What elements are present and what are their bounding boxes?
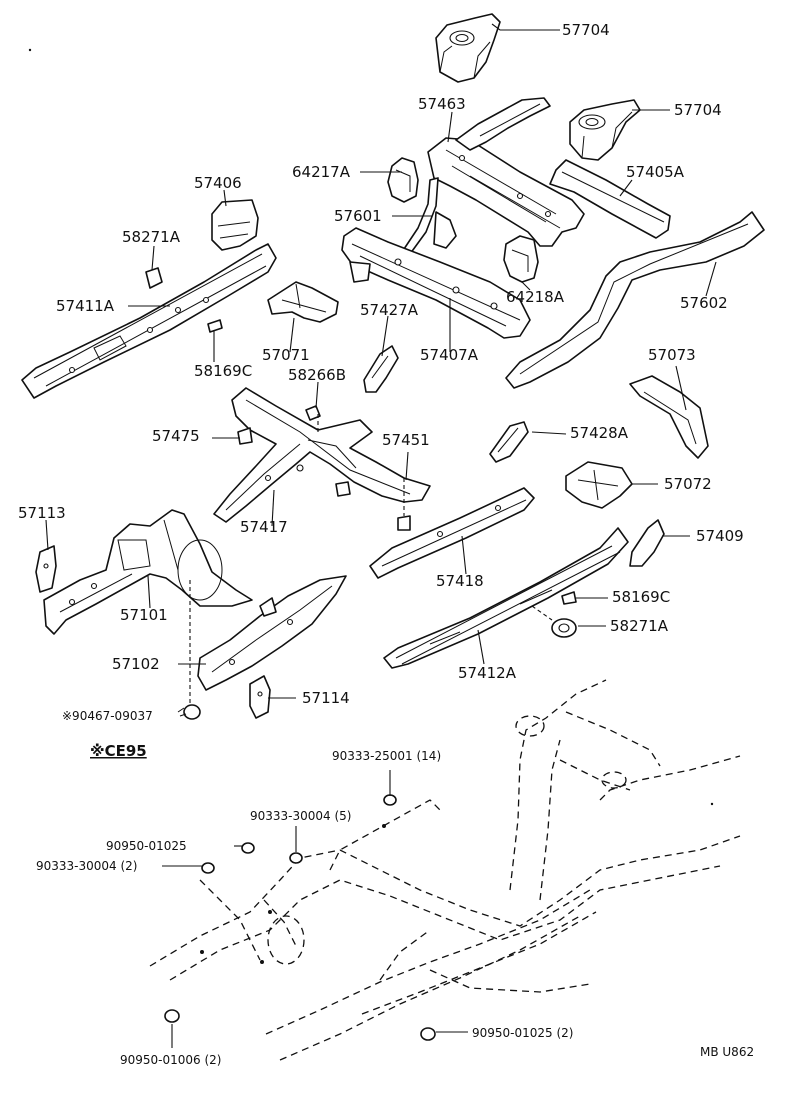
label-57427a: 57427A: [360, 301, 419, 319]
note-ce95: ※CE95: [90, 742, 147, 760]
label-57602: 57602: [680, 294, 728, 312]
label-57451: 57451: [382, 431, 430, 449]
label-64217a: 64217A: [292, 163, 351, 181]
part-57704-top: [435, 13, 501, 83]
part-57071: [267, 281, 339, 323]
label-57071: 57071: [262, 346, 310, 364]
label-57412a: 57412A: [458, 664, 517, 682]
part-58169c-left: [207, 319, 223, 333]
label-58271a-left: 58271A: [122, 228, 181, 246]
label-90333-30004-5: 90333-30004 (5): [250, 809, 352, 823]
part-58271a-right: [551, 618, 577, 638]
part-57602: [505, 211, 765, 389]
label-57601: 57601: [334, 207, 382, 225]
part-57113: [35, 545, 57, 593]
label-57411a: 57411A: [56, 297, 115, 315]
part-labels: 57704 57463 57704 64217A 57405A 57406 57…: [18, 21, 754, 1067]
part-64218a: [503, 235, 539, 283]
part-57114: [249, 675, 271, 719]
part-58266b: [305, 405, 321, 421]
label-90950-01006-2: 90950-01006 (2): [120, 1053, 222, 1067]
label-58271a-right: 58271A: [610, 617, 669, 635]
part-57412a: [383, 527, 629, 669]
label-64218a: 64218A: [506, 288, 565, 306]
part-57409: [629, 519, 665, 567]
part-58271a-left: [145, 267, 163, 289]
footer-code: MB U862: [700, 1045, 754, 1059]
part-57101: [43, 509, 253, 635]
label-57102: 57102: [112, 655, 160, 673]
label-58169c-left: 58169C: [194, 362, 252, 380]
label-57463: 57463: [418, 95, 466, 113]
label-57113: 57113: [18, 504, 66, 522]
label-57475: 57475: [152, 427, 200, 445]
label-57418: 57418: [436, 572, 484, 590]
part-57411a: [21, 243, 277, 399]
label-57704-right: 57704: [674, 101, 722, 119]
frame-fasteners: [164, 794, 436, 1041]
part-57428a: [489, 421, 529, 463]
leader-lines: [45, 23, 717, 1048]
part-57405a: [549, 159, 671, 239]
label-57406: 57406: [194, 174, 242, 192]
label-57073: 57073: [648, 346, 696, 364]
label-57072: 57072: [664, 475, 712, 493]
part-57417-subframe: [213, 387, 431, 531]
label-57407a: 57407A: [420, 346, 479, 364]
part-64217a: [387, 157, 419, 203]
part-57427a: [363, 345, 399, 393]
label-57417: 57417: [240, 518, 288, 536]
label-58169c-right: 58169C: [612, 588, 670, 606]
part-58169c-right: [561, 591, 577, 605]
frame-overview: [149, 679, 741, 1061]
label-57405a: 57405A: [626, 163, 685, 181]
part-57406: [211, 199, 259, 251]
part-57704-right: [569, 99, 641, 161]
misc-marks: [28, 48, 714, 806]
label-57101: 57101: [120, 606, 168, 624]
part-57463: [427, 97, 585, 247]
part-90467: [177, 704, 201, 720]
label-58266b: 58266B: [288, 366, 346, 384]
guide-lines: [189, 412, 553, 704]
part-57073: [629, 375, 709, 459]
label-90333-25001: 90333-25001 (14): [332, 749, 441, 763]
label-57704-top: 57704: [562, 21, 610, 39]
label-57428a: 57428A: [570, 424, 629, 442]
label-90950-01025: 90950-01025: [106, 839, 187, 853]
label-90333-30004-2: 90333-30004 (2): [36, 859, 138, 873]
label-57114: 57114: [302, 689, 350, 707]
label-57409: 57409: [696, 527, 744, 545]
part-57407a: [341, 227, 531, 339]
part-57102: [197, 575, 347, 691]
part-57418: [369, 487, 535, 579]
label-90467: ※90467-09037: [62, 709, 153, 723]
part-57072: [565, 461, 633, 509]
label-90950-01025-2: 90950-01025 (2): [472, 1026, 574, 1040]
